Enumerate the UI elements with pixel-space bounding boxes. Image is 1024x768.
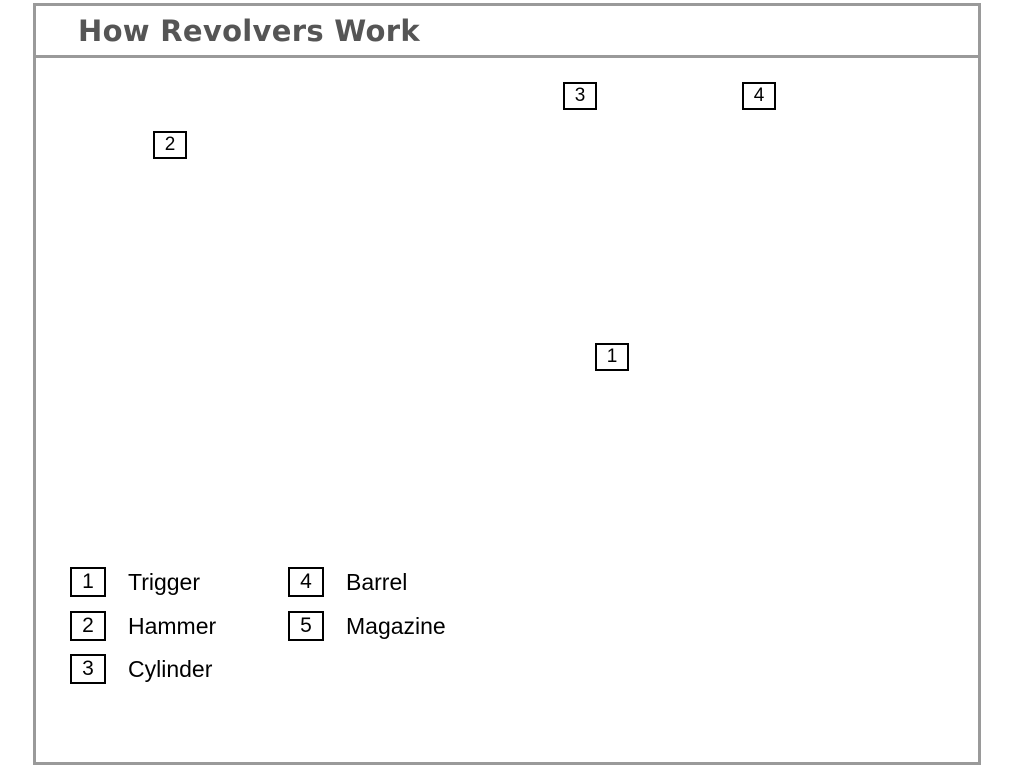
legend-label: Cylinder: [128, 655, 213, 682]
callout-2: 2: [153, 131, 187, 159]
legend-number: 3: [70, 654, 106, 684]
legend-number: 4: [288, 567, 324, 597]
callout-4: 4: [742, 82, 776, 110]
legend-number: 5: [288, 611, 324, 641]
legend-label: Barrel: [346, 568, 408, 595]
legend-number: 2: [70, 611, 106, 641]
legend-item-cylinder: 3 Cylinder: [70, 654, 212, 684]
legend-item-hammer: 2 Hammer: [70, 611, 216, 641]
legend-label: Trigger: [128, 568, 200, 595]
legend-number: 1: [70, 567, 106, 597]
legend-label: Hammer: [128, 612, 217, 639]
legend-label: Magazine: [346, 612, 446, 639]
callout-3: 3: [563, 82, 597, 110]
legend-item-trigger: 1 Trigger: [70, 567, 200, 597]
title-divider: [36, 55, 978, 58]
page-title: How Revolvers Work: [78, 14, 420, 48]
legend-item-barrel: 4 Barrel: [288, 567, 407, 597]
diagram-frame: How Revolvers Work: [33, 3, 981, 765]
callout-1: 1: [595, 343, 629, 371]
legend-item-magazine: 5 Magazine: [288, 611, 446, 641]
